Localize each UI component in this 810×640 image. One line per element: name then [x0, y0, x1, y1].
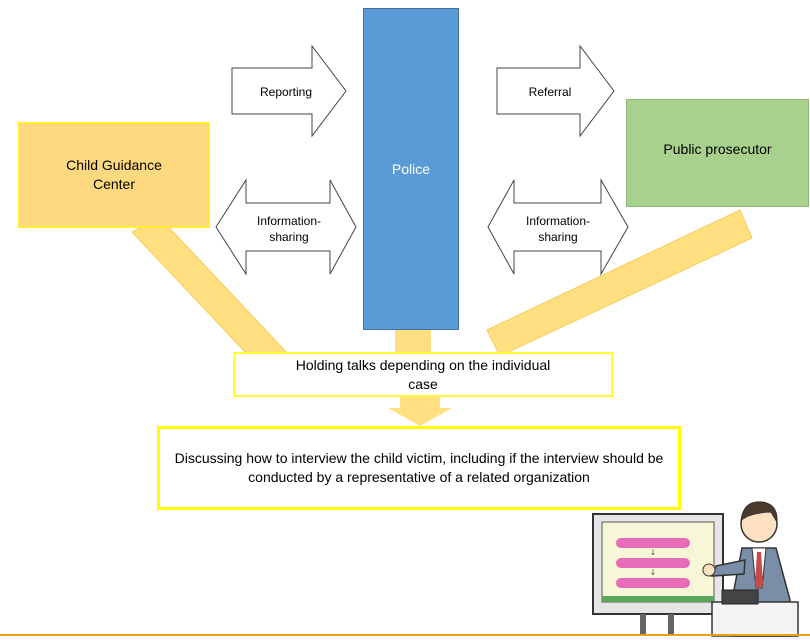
screen-bar-1 [616, 538, 690, 548]
referral-label: Referral [528, 85, 572, 99]
information-sharing-left-arrow [215, 178, 357, 276]
referral-arrow [496, 44, 615, 138]
connector-prosecutor-to-talks [486, 209, 753, 357]
information-sharing-left-label: Information- sharing [246, 213, 332, 245]
discussion-box: Discussing how to interview the child vi… [157, 426, 681, 510]
information-sharing-right-line2: sharing [538, 230, 578, 245]
podium [711, 601, 799, 637]
holding-talks-label: Holding talks depending on the individua… [295, 356, 551, 392]
public-prosecutor-label: Public prosecutor [663, 140, 772, 157]
discussion-label: Discussing how to interview the child vi… [174, 450, 664, 485]
svg-text:↓: ↓ [650, 568, 657, 577]
child-guidance-center-box: Child Guidance Center [18, 122, 210, 228]
information-sharing-right-line1: Information- [525, 214, 591, 228]
reporting-label: Reporting [259, 85, 313, 99]
svg-text:↓: ↓ [650, 548, 657, 557]
reporting-arrow [231, 44, 347, 138]
information-sharing-right-label: Information- sharing [514, 213, 602, 245]
information-sharing-right-arrow [487, 178, 629, 276]
public-prosecutor-box: Public prosecutor [626, 99, 809, 207]
information-sharing-left-line1: Information- [256, 214, 322, 228]
screen-bar-3 [616, 578, 690, 588]
bottom-rule [0, 634, 810, 636]
connector-talks-to-discuss [388, 395, 452, 426]
police-label: Police [391, 160, 431, 177]
holding-talks-box: Holding talks depending on the individua… [233, 352, 613, 397]
connector-police-to-talks [395, 328, 431, 356]
screen-bar-2 [616, 558, 690, 568]
police-box: Police [363, 8, 459, 330]
child-guidance-center-label: Child Guidance Center [66, 157, 162, 192]
information-sharing-left-line2: sharing [269, 230, 309, 245]
